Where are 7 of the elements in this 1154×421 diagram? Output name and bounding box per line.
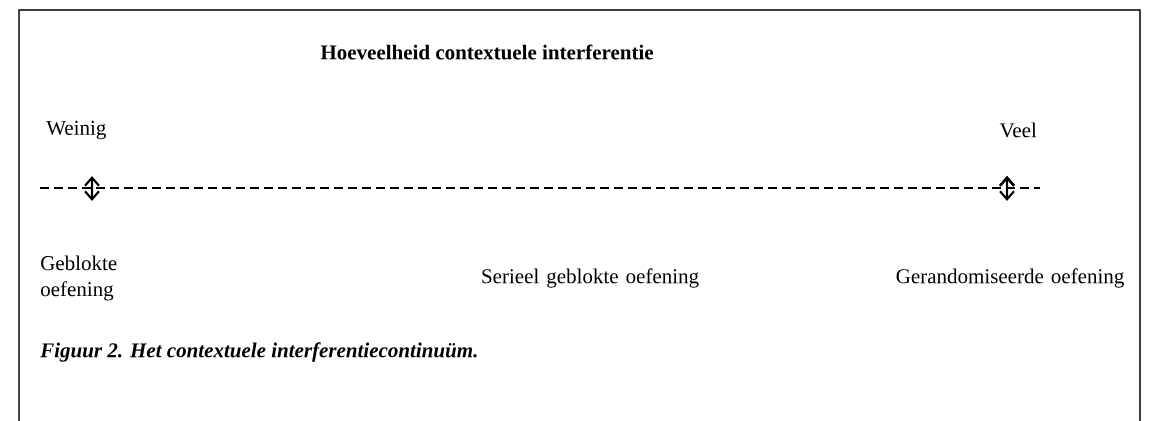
heading: Hoeveelheid contextuele interferentie: [320, 44, 654, 60]
scale-end-label: Veel: [999, 122, 1037, 138]
practice-label: Gerandomiseerde oefening: [896, 268, 1124, 288]
scale-end-label: Weinig: [46, 120, 106, 140]
practice-label: Geblokte oefening: [41, 255, 117, 301]
caption: Figuur 2. Het contextuele interferentiecontinuüm.: [40, 342, 477, 362]
practice-label: Serieel geblokte oefening: [482, 268, 699, 288]
